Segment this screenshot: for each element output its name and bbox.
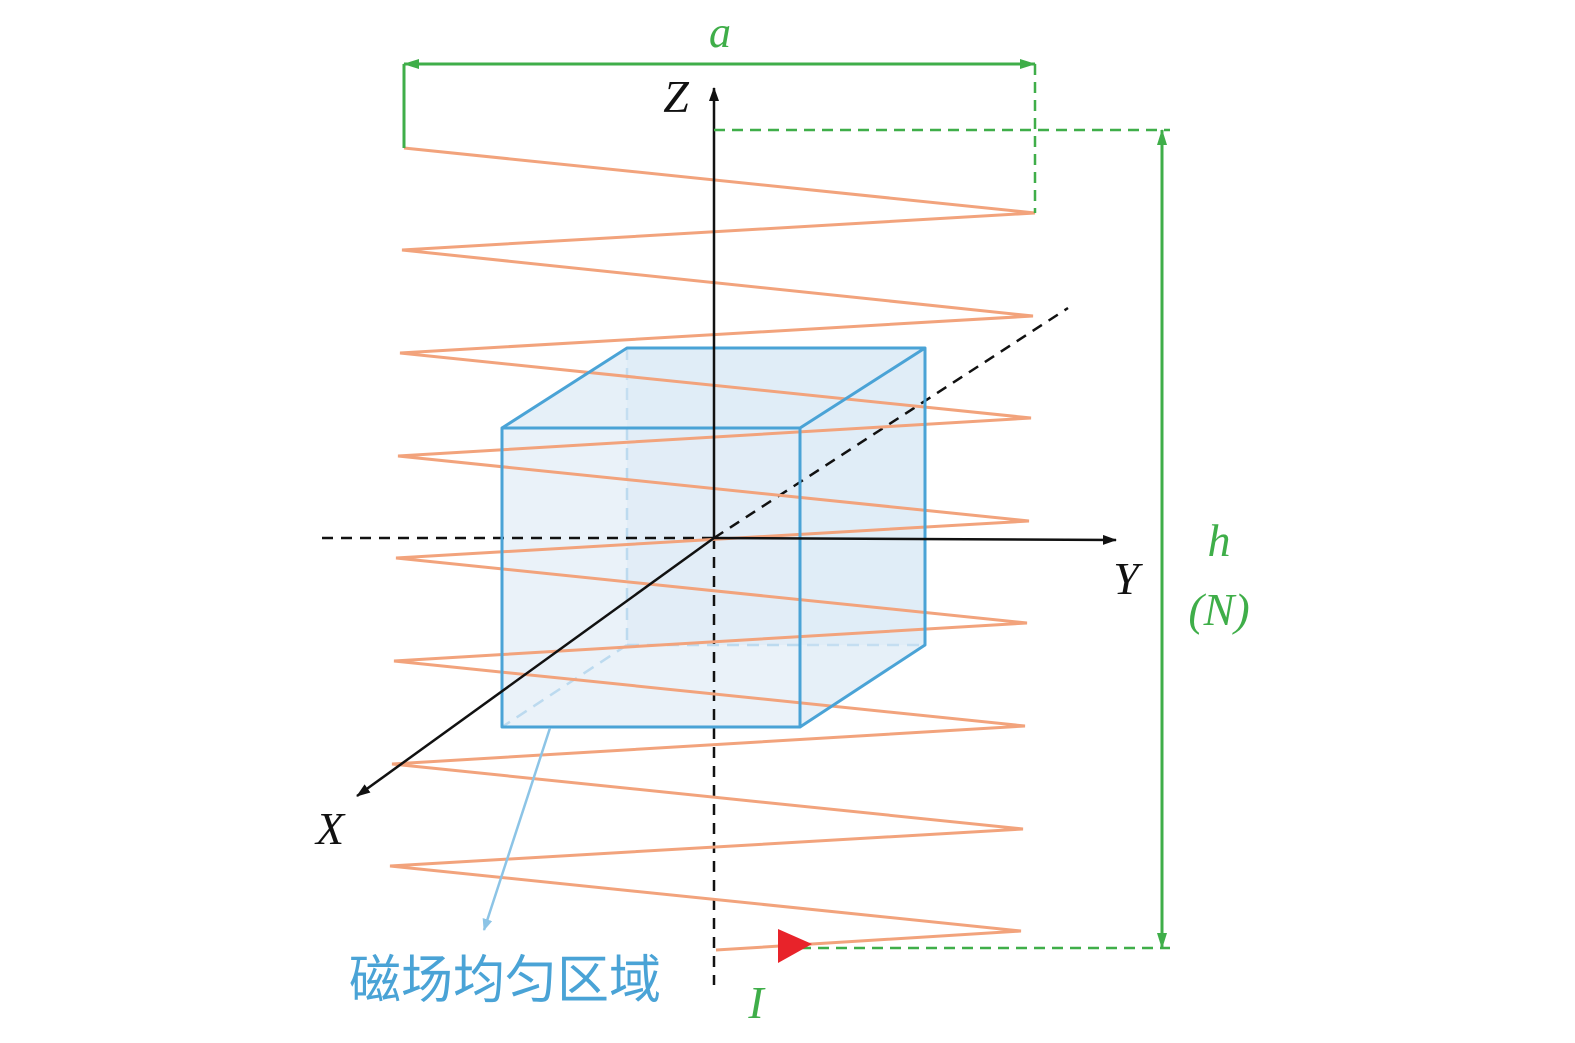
dimension-a-label: a bbox=[709, 8, 731, 57]
y-axis-label: Y bbox=[1113, 553, 1143, 604]
x-axis-negative-dashed bbox=[713, 306, 1069, 540]
cube-front-edges bbox=[500, 426, 802, 729]
solenoid-coil bbox=[389, 146, 1036, 952]
cube-edges bbox=[500, 346, 927, 729]
dimension-a bbox=[402, 59, 1037, 213]
x-axis-label: X bbox=[314, 803, 346, 854]
red-triangle-arrow-icon bbox=[778, 929, 812, 963]
current-label: I bbox=[747, 977, 766, 1028]
cube-right-edges bbox=[799, 348, 927, 729]
axis-dashed-extensions bbox=[322, 306, 1069, 985]
dimension-h-label: h bbox=[1208, 515, 1231, 566]
y-axis bbox=[713, 534, 1117, 545]
cube-front-face bbox=[502, 428, 800, 727]
x-axis bbox=[356, 536, 715, 798]
z-axis-label: Z bbox=[663, 71, 689, 122]
cube-top-edges bbox=[501, 346, 927, 430]
region-caption: 磁场均匀区域 bbox=[349, 951, 661, 1011]
turns-label: (N) bbox=[1188, 584, 1249, 635]
axes bbox=[356, 87, 1117, 798]
region-caption-pointer bbox=[482, 727, 552, 931]
dimension-h bbox=[714, 128, 1170, 950]
